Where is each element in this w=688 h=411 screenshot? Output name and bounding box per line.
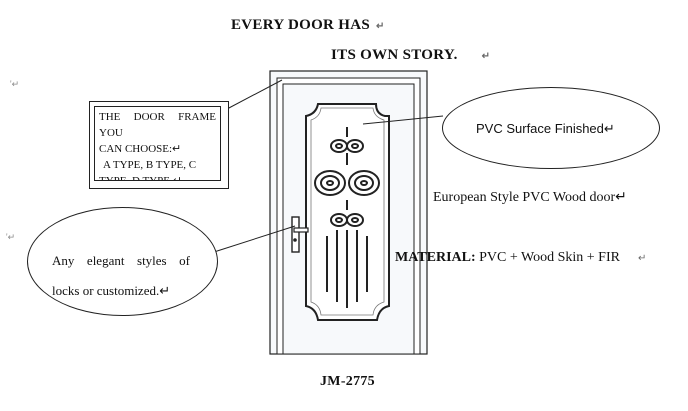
upper-scroll-ornament (330, 127, 364, 165)
model-number: JM-2775 (320, 374, 375, 389)
locks-callout-text: Any elegant styles of locks or customize… (52, 246, 190, 306)
callout-line: CAN CHOOSE:↵ (99, 143, 182, 155)
spindle-bars (326, 230, 368, 308)
door-panel-inner-outline (310, 107, 385, 316)
door-style-text: European Style PVC Wood door↵ (433, 190, 627, 205)
frame-callout-leader (226, 79, 283, 110)
door-frame-callout-text: THE DOOR FRAME YOU CAN CHOOSE:↵ A TYPE, … (94, 106, 221, 181)
heading-line-1-text: EVERY DOOR HAS (231, 17, 370, 33)
surface-callout-text: PVC Surface Finished↵ (476, 121, 615, 136)
callout-line: A TYPE, B TYPE, C (103, 159, 197, 171)
callout-line: THE DOOR FRAME YOU (99, 111, 216, 139)
heading-line-1: EVERY DOOR HAS ↵ (231, 17, 385, 34)
return-mark: ↵ (637, 253, 647, 264)
surface-callout-leader (362, 115, 444, 125)
material-value: PVC + Wood Skin + FIR (475, 250, 620, 265)
return-mark: ↵ (481, 51, 491, 62)
material-label: MATERIAL: (395, 250, 476, 265)
callout-line: Any elegant styles of (52, 253, 190, 268)
return-mark: ↵ (375, 21, 385, 32)
middle-scroll-ornament (314, 170, 380, 196)
callout-line: locks or customized.↵ (52, 283, 171, 298)
callout-line: TYPE, D TYPE.↵ (99, 175, 182, 181)
surface-callout: PVC Surface Finished↵ (442, 87, 660, 169)
material-line: MATERIAL: PVC + Wood Skin + FIR ↵ (395, 250, 646, 266)
lower-scroll-ornament (330, 200, 364, 227)
door-handle-lock (291, 216, 309, 253)
heading-line-2-text: ITS OWN STORY. (331, 47, 458, 63)
door-frame-callout: THE DOOR FRAME YOU CAN CHOOSE:↵ A TYPE, … (89, 101, 229, 189)
stray-mark: '↵ (6, 232, 16, 242)
locks-callout-leader (213, 225, 296, 253)
locks-callout: Any elegant styles of locks or customize… (27, 207, 218, 316)
heading-line-2: ITS OWN STORY. ↵ (331, 47, 490, 64)
stray-mark: '↵ (10, 79, 20, 89)
